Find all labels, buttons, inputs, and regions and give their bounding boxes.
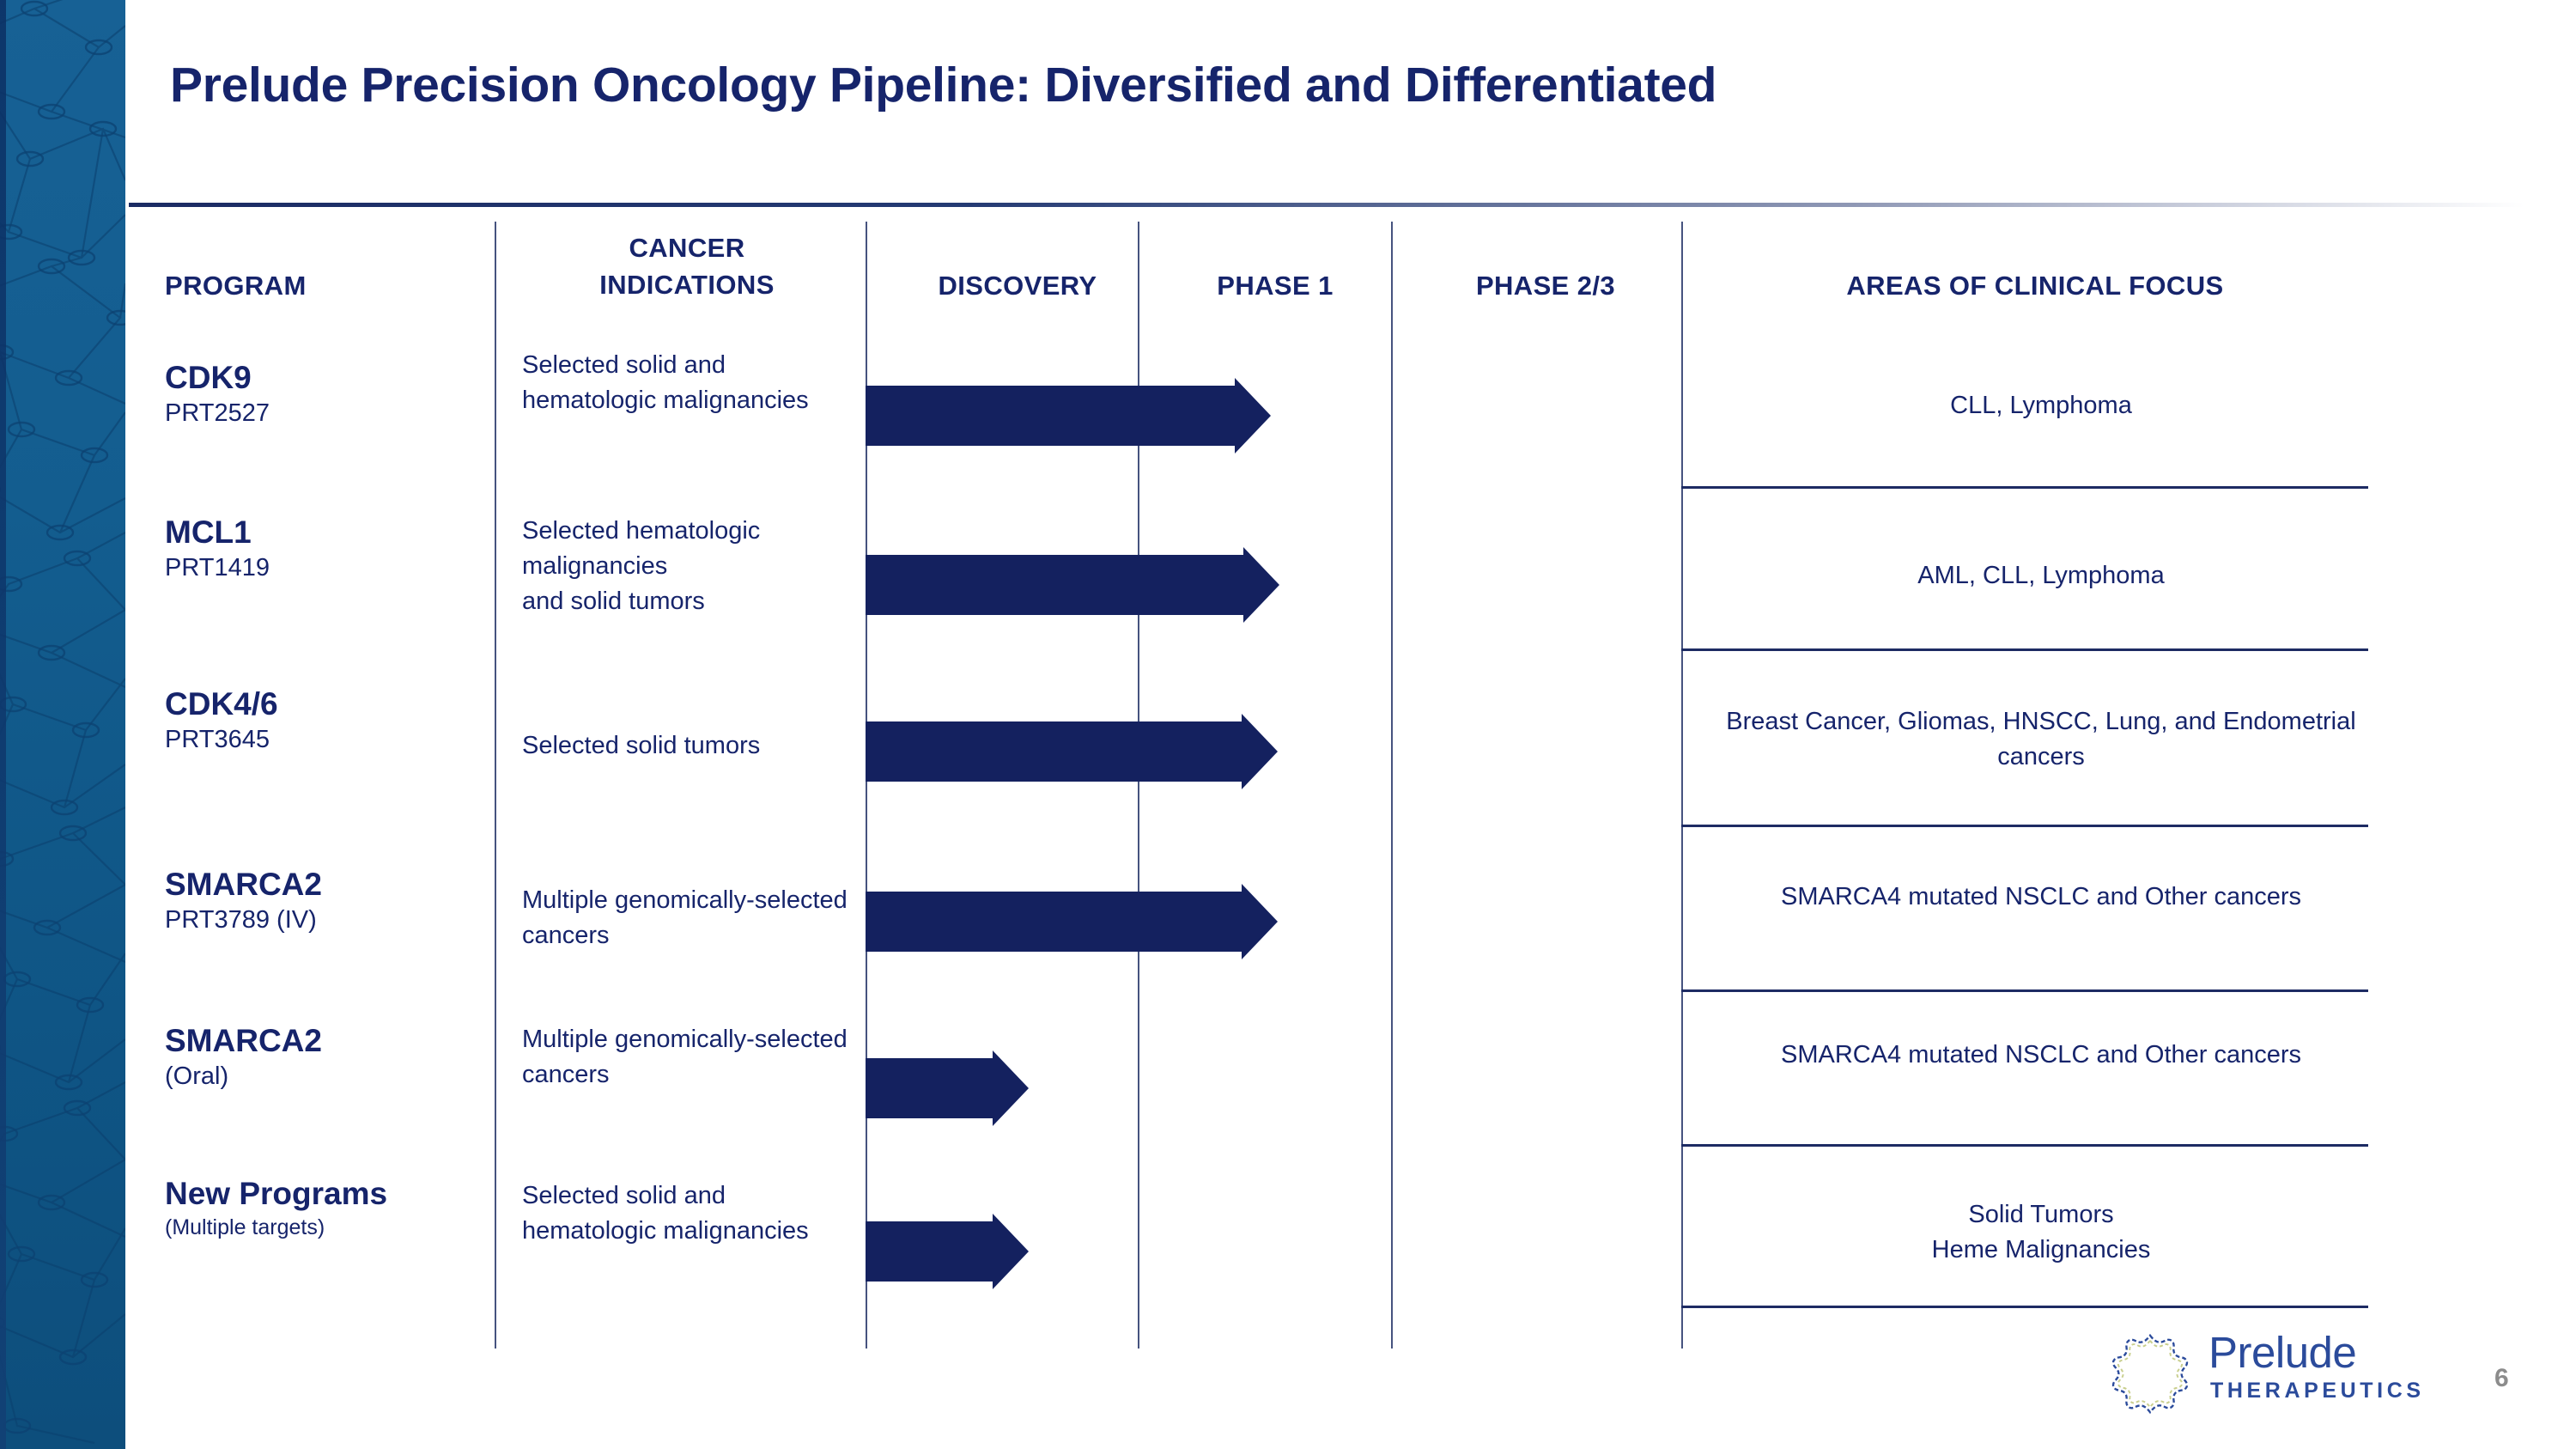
table-row: SMARCA2 PRT3789 (IV) <box>165 868 508 935</box>
program-name: SMARCA2 <box>165 1023 322 1058</box>
program-subtitle: PRT2527 <box>165 399 270 427</box>
indication-text: Multiple genomically-selected cancers <box>522 1026 848 1089</box>
table-row: New Programs (Multiple targets) <box>165 1177 508 1240</box>
indication-text: Selected hematologic malignancies and so… <box>522 517 761 616</box>
program-subtitle: (Multiple targets) <box>165 1215 325 1239</box>
prelude-starburst-icon <box>2111 1333 2189 1415</box>
column-header-program: PROGRAM <box>165 271 307 301</box>
indication-text: Selected solid and hematologic malignanc… <box>522 351 809 415</box>
focus-divider <box>1681 1306 2368 1308</box>
indication-text: Selected solid tumors <box>522 732 761 759</box>
focus-divider <box>1681 648 2368 651</box>
column-separator-4 <box>1391 222 1393 1349</box>
program-name: SMARCA2 <box>165 867 322 902</box>
stage-arrow-phase1 <box>866 547 1279 623</box>
program-name: MCL1 <box>165 514 252 550</box>
stage-arrow-phase1 <box>866 884 1278 959</box>
prelude-logo: Prelude THERAPEUTICS <box>2104 1327 2473 1430</box>
clinical-focus-text: AML, CLL, Lymphoma <box>1917 562 2165 589</box>
clinical-focus-text: Breast Cancer, Gliomas, HNSCC, Lung, and… <box>1726 708 2356 771</box>
focus-divider <box>1681 825 2368 827</box>
program-subtitle: PRT3645 <box>165 725 270 753</box>
stage-arrow-discovery <box>866 1050 1029 1126</box>
page-number: 6 <box>2494 1364 2509 1392</box>
program-name: CDK4/6 <box>165 686 278 721</box>
column-separator-5 <box>1681 222 1683 1349</box>
stage-arrow-discovery <box>866 1214 1029 1289</box>
column-separator-1 <box>495 222 496 1349</box>
column-header-phase23: PHASE 2/3 <box>1475 271 1616 301</box>
table-row: CDK9 PRT2527 <box>165 361 508 428</box>
clinical-focus-text: CLL, Lymphoma <box>1950 392 2132 419</box>
column-header-discovery: DISCOVERY <box>938 271 1097 301</box>
clinical-focus-text: Solid Tumors Heme Malignancies <box>1931 1201 2151 1264</box>
program-subtitle: PRT1419 <box>165 553 270 581</box>
program-subtitle: PRT3789 (IV) <box>165 905 317 934</box>
table-row: CDK4/6 PRT3645 <box>165 687 508 754</box>
focus-divider <box>1681 486 2368 489</box>
table-row: MCL1 PRT1419 <box>165 515 508 582</box>
page-title: Prelude Precision Oncology Pipeline: Div… <box>170 58 1717 113</box>
logo-wordmark: Prelude <box>2208 1328 2357 1377</box>
column-separator-3 <box>1138 222 1139 1349</box>
logo-tagline: THERAPEUTICS <box>2210 1379 2425 1403</box>
column-separator-2 <box>866 222 867 1349</box>
column-header-phase1: PHASE 1 <box>1217 271 1334 301</box>
stage-arrow-phase1 <box>866 378 1271 454</box>
table-row: SMARCA2 (Oral) <box>165 1024 508 1091</box>
column-header-cancer-line2: INDICATIONS <box>599 269 775 300</box>
clinical-focus-text: SMARCA4 mutated NSCLC and Other cancers <box>1780 1041 2302 1068</box>
program-name: New Programs <box>165 1176 388 1211</box>
indication-text: Multiple genomically-selected cancers <box>522 886 848 950</box>
indication-text: Selected solid and hematologic malignanc… <box>522 1182 809 1245</box>
focus-divider <box>1681 989 2368 992</box>
clinical-focus-text: SMARCA4 mutated NSCLC and Other cancers <box>1780 883 2302 910</box>
program-subtitle: (Oral) <box>165 1062 229 1090</box>
column-header-cancer-line1: CANCER <box>629 233 745 263</box>
network-pattern-graphic <box>0 0 125 1445</box>
decorative-side-rail <box>0 0 125 1449</box>
column-header-cancer-indications: CANCER INDICATIONS <box>515 230 859 304</box>
title-underline-rule <box>129 203 2524 207</box>
column-header-areas-of-clinical-focus: AREAS OF CLINICAL FOCUS <box>1846 271 2224 301</box>
focus-divider <box>1681 1144 2368 1147</box>
program-name: CDK9 <box>165 360 252 395</box>
rail-edge-stripe <box>0 0 6 1449</box>
stage-arrow-phase1 <box>866 714 1278 789</box>
